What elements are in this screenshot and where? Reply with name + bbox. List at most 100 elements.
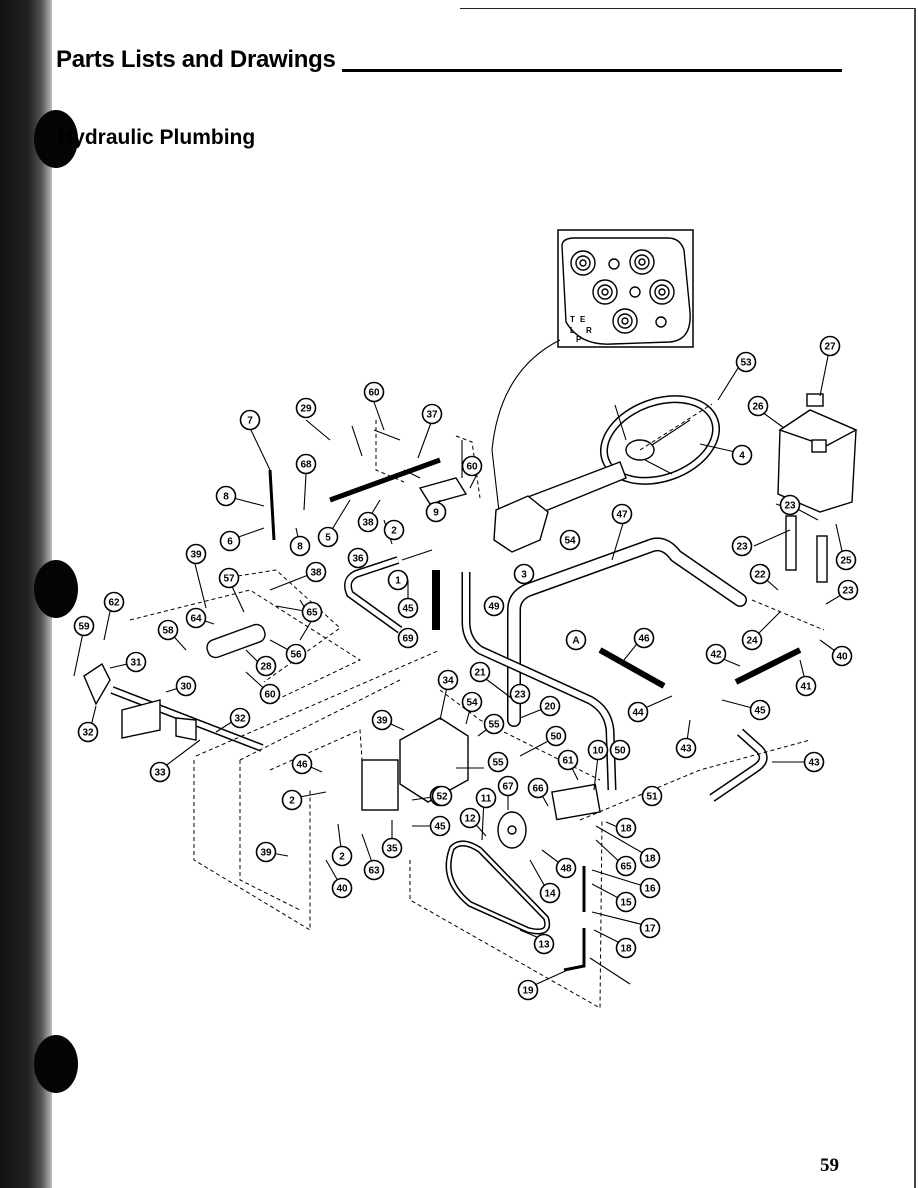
- title-underline: [342, 69, 842, 72]
- callout-2: 2: [281, 789, 303, 811]
- callout-69: 69: [397, 627, 419, 649]
- binder-hole: [34, 1035, 78, 1093]
- callout-24: 24: [741, 629, 763, 651]
- callout-40: 40: [331, 877, 353, 899]
- callout-number: 18: [620, 824, 632, 835]
- callout-number: 2: [339, 852, 345, 863]
- callout-number: 44: [632, 708, 644, 719]
- callout-56: 56: [285, 643, 307, 665]
- callout-17: 17: [639, 917, 661, 939]
- callout-number: 46: [296, 760, 308, 771]
- callout-number: 31: [130, 658, 142, 669]
- callout-number: 35: [386, 844, 398, 855]
- callout-43: 43: [803, 751, 825, 773]
- callout-number: 39: [260, 848, 272, 859]
- callout-39: 39: [185, 543, 207, 565]
- hose-route: [239, 760, 301, 911]
- callout-54: 54: [559, 529, 581, 551]
- callout-number: 18: [644, 854, 656, 865]
- callout-60: 60: [461, 455, 483, 477]
- callout-63: 63: [363, 859, 385, 881]
- callout-15: 15: [615, 891, 637, 913]
- callout-14: 14: [539, 882, 561, 904]
- callout-7: 7: [239, 409, 261, 431]
- callout-number: 43: [680, 744, 692, 755]
- callout-number: 54: [466, 698, 478, 709]
- callout-20: 20: [539, 695, 561, 717]
- pipe: [598, 647, 666, 689]
- callout-53: 53: [735, 351, 757, 373]
- callout-number: 23: [736, 542, 748, 553]
- callout-26: 26: [747, 395, 769, 417]
- callout-number: 54: [564, 536, 576, 547]
- callout-number: 64: [190, 614, 202, 625]
- port-label-t: T: [570, 315, 575, 324]
- callout-number: 16: [644, 884, 656, 895]
- page-top-rule: [460, 8, 915, 9]
- callout-38: 38: [305, 561, 327, 583]
- hose: [785, 515, 797, 571]
- page-title: Parts Lists and Drawings: [56, 46, 336, 73]
- callout-41: 41: [795, 675, 817, 697]
- callout-number: 45: [754, 706, 766, 717]
- section-title: Hydraulic Plumbing: [58, 126, 256, 149]
- callout-number: 45: [434, 822, 446, 833]
- callout-number: 38: [310, 568, 322, 579]
- lever-arm: [83, 662, 111, 706]
- hose-route: [269, 729, 363, 771]
- callout-number: 51: [646, 792, 658, 803]
- callout-18: 18: [615, 817, 637, 839]
- callout-40: 40: [831, 645, 853, 667]
- bracket: [418, 477, 468, 505]
- port-label-e: E: [580, 315, 586, 324]
- callout-3: 3: [513, 563, 535, 585]
- callout-number: 17: [644, 924, 656, 935]
- callout-58: 58: [157, 619, 179, 641]
- port-label-p: P: [576, 335, 582, 344]
- callout-number: 29: [300, 404, 312, 415]
- callout-34: 34: [437, 669, 459, 691]
- callout-number: A: [572, 636, 579, 647]
- callout-16: 16: [639, 877, 661, 899]
- callout-23: 23: [509, 683, 531, 705]
- callout-60: 60: [363, 381, 385, 403]
- callout-23: 23: [779, 494, 801, 516]
- callout-number: 3: [521, 570, 527, 581]
- callout-number: 56: [290, 650, 302, 661]
- callout-39: 39: [255, 841, 277, 863]
- callout-9: 9: [425, 501, 447, 523]
- callout-number: 60: [264, 690, 276, 701]
- pipe: [734, 647, 802, 685]
- callout-48: 48: [555, 857, 577, 879]
- callout-11: 11: [475, 787, 497, 809]
- callout-61: 61: [557, 749, 579, 771]
- callout-33: 33: [149, 761, 171, 783]
- callout-number: 53: [740, 358, 752, 369]
- callout-number: 18: [620, 944, 632, 955]
- callout-number: 5: [325, 533, 331, 544]
- callout-number: 59: [78, 622, 90, 633]
- callout-number: 48: [560, 864, 572, 875]
- callout-number: 22: [754, 570, 766, 581]
- callout-number: 40: [336, 884, 348, 895]
- callout-number: 47: [616, 510, 628, 521]
- port-label-r: R: [586, 326, 592, 335]
- callout-number: 41: [800, 682, 812, 693]
- callout-number: 30: [180, 682, 192, 693]
- leader-lines: [73, 355, 847, 989]
- callout-12: 12: [459, 807, 481, 829]
- callout-30: 30: [175, 675, 197, 697]
- callout-number: 52: [436, 792, 448, 803]
- hose-route: [439, 689, 601, 781]
- callout-number: 27: [824, 342, 836, 353]
- callout-number: 21: [474, 668, 486, 679]
- callout-number: 8: [223, 492, 229, 503]
- callout-13: 13: [533, 933, 555, 955]
- callout-59: 59: [73, 615, 95, 637]
- tension-rod: [563, 866, 586, 972]
- callout-number: 58: [162, 626, 174, 637]
- callout-39: 39: [371, 709, 393, 731]
- callout-number: 55: [488, 720, 500, 731]
- control-cylinder: [206, 623, 266, 659]
